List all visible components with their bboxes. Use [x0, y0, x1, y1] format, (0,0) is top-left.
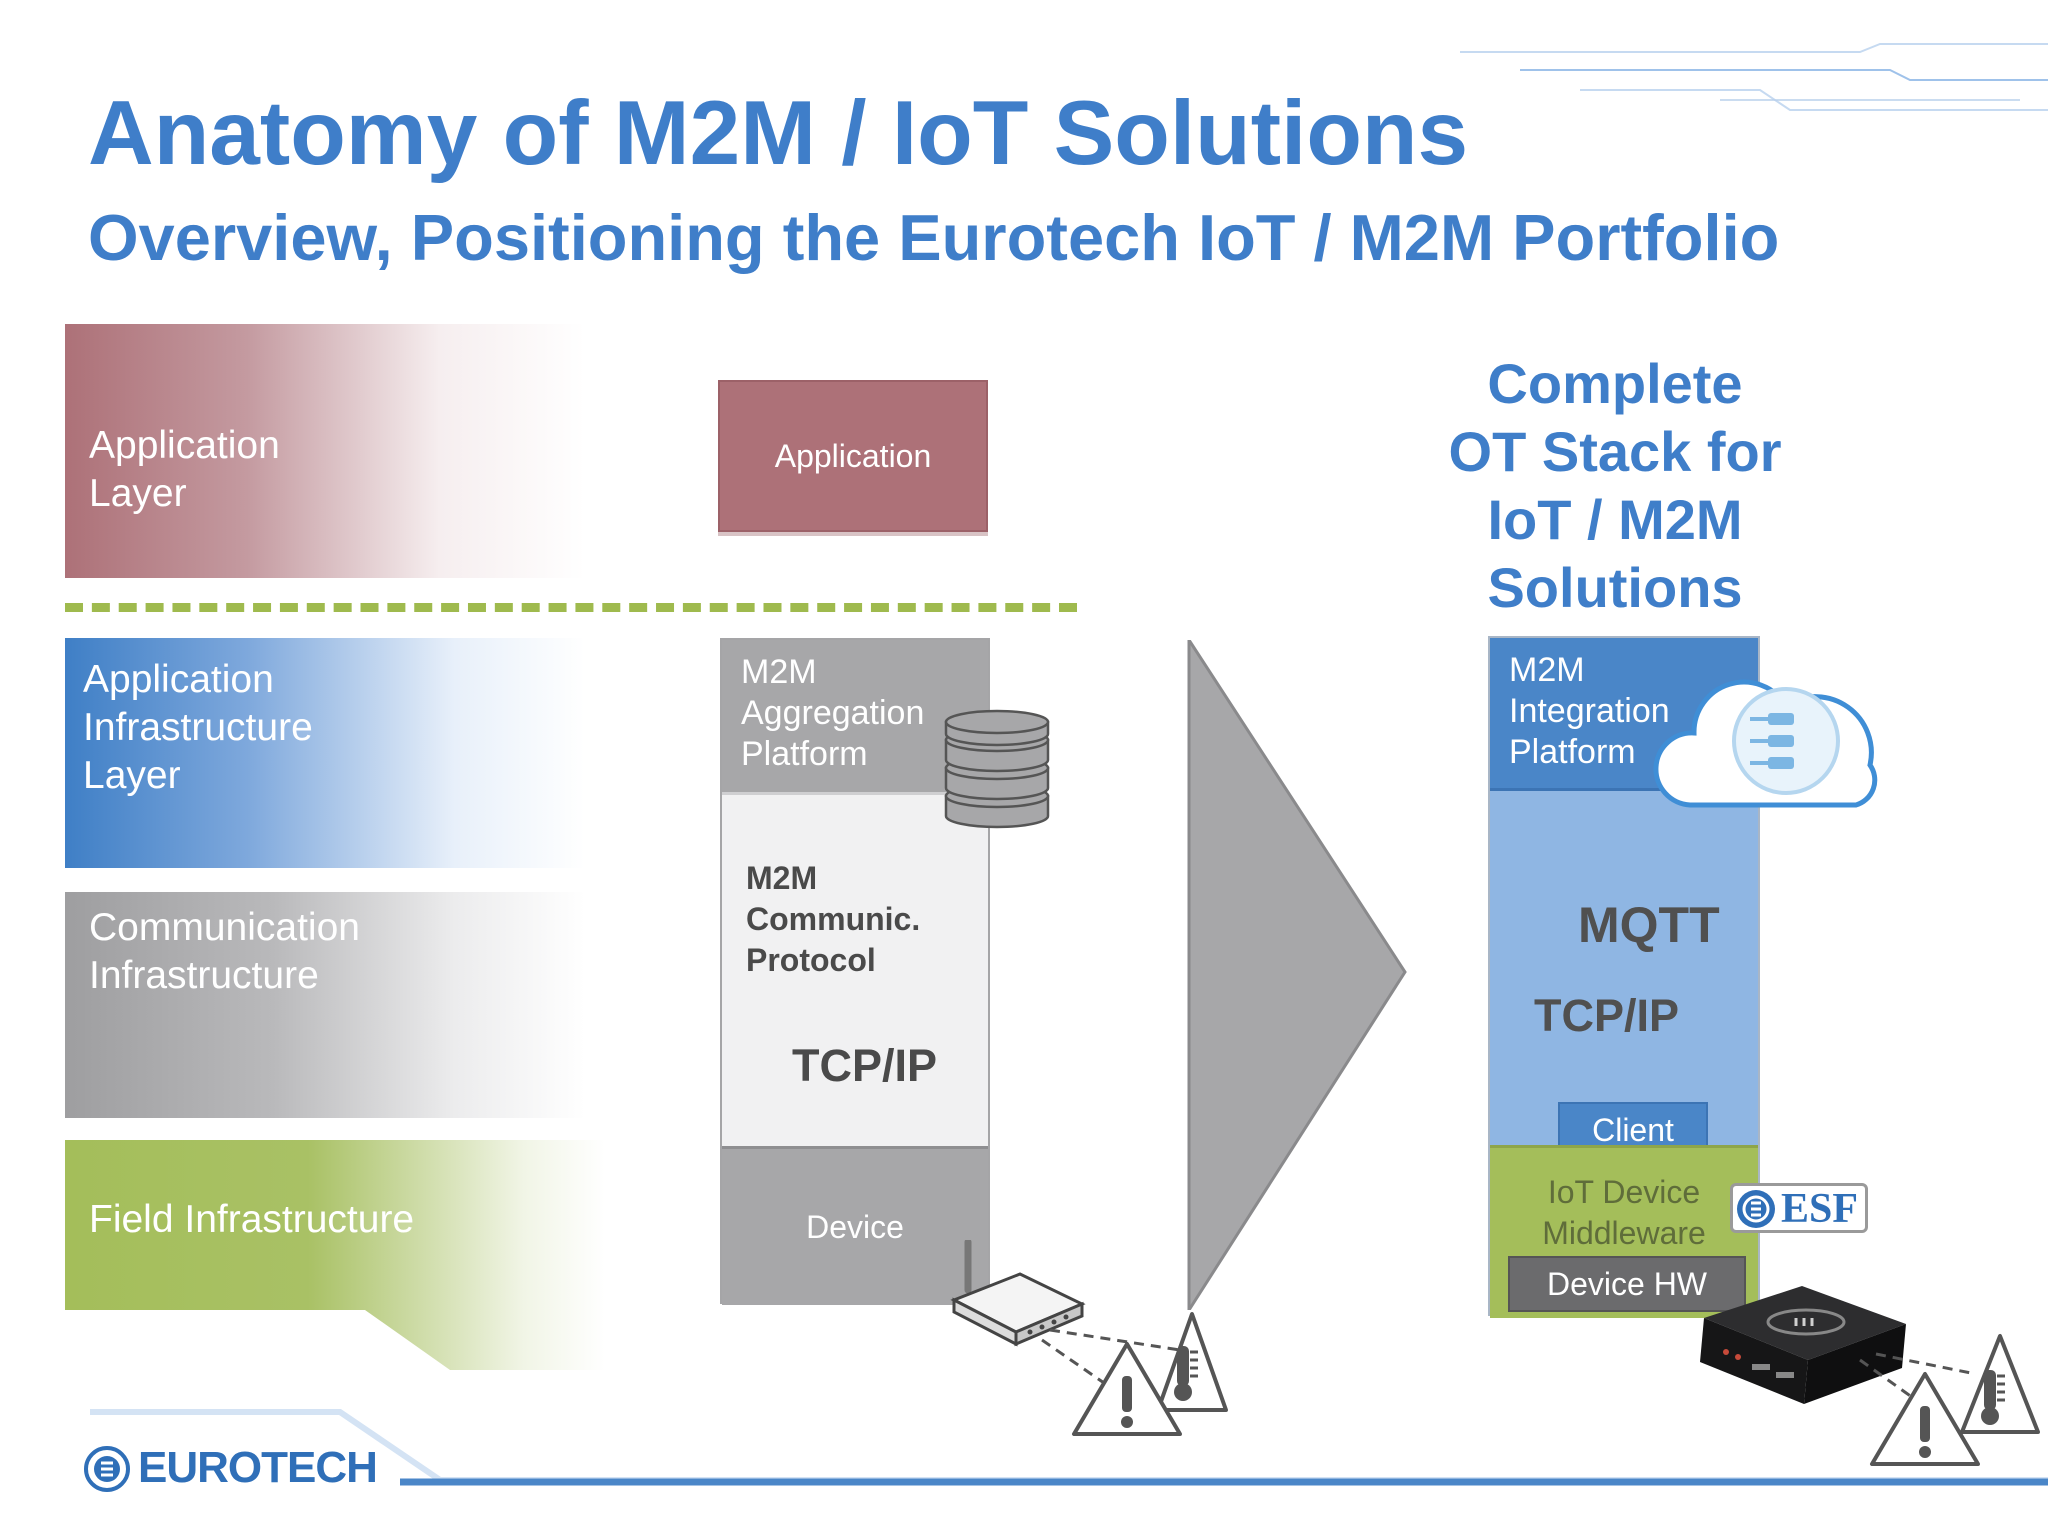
- layer-separator-dashed: [65, 603, 1077, 612]
- bottom-swoosh-line: [90, 1409, 2048, 1486]
- band-communication-infrastructure: Communication Infrastructure: [65, 892, 585, 1118]
- esf-badge: ESF: [1730, 1183, 1868, 1233]
- client-label: Client: [1592, 1112, 1674, 1148]
- middleware-label-line: IoT Device: [1547, 1174, 1701, 1210]
- protocol-label-line: M2M: [746, 860, 818, 896]
- slide-title: Anatomy of M2M / IoT Solutions: [88, 83, 1469, 184]
- band-label-line: Field Infrastructure: [89, 1198, 415, 1241]
- generic-application-label: Application: [774, 438, 932, 474]
- complete-ot-stack-title: Complete OT Stack for IoT / M2M Solution…: [1395, 350, 1835, 622]
- right-title-line: OT Stack for: [1448, 420, 1782, 483]
- eurotech-mark-icon: [84, 1446, 130, 1492]
- eurotech-mark-icon: [1737, 1190, 1775, 1228]
- warning-triangle-icon: [1870, 1372, 1980, 1466]
- thermometer-icon: [1960, 1334, 2040, 1434]
- warning-triangle-icon: [1072, 1342, 1182, 1436]
- right-title-line: Complete: [1487, 352, 1743, 415]
- eurotech-stack: M2M Integration Platform MQTT TCP/IP Cli…: [1488, 636, 1760, 1318]
- device-hw-label: Device HW: [1546, 1266, 1707, 1302]
- gateway-device-icon: [1700, 1286, 1906, 1404]
- generic-tcpip-label: TCP/IP: [792, 1040, 938, 1091]
- band-label-line: Infrastructure: [89, 954, 319, 997]
- thermometer-icon: [1156, 1312, 1228, 1412]
- aggregation-label-line: Platform: [741, 735, 868, 773]
- aggregation-label-line: M2M: [741, 653, 817, 691]
- router-icon: [950, 1240, 1086, 1347]
- band-label-line: Application: [83, 658, 274, 701]
- protocol-label-line: Protocol: [746, 942, 876, 978]
- device-label: Device: [806, 1209, 904, 1245]
- aggregation-label-line: Aggregation: [741, 694, 925, 732]
- middleware-label-line: Middleware: [1542, 1215, 1706, 1251]
- transition-arrow: [1187, 640, 1407, 1310]
- band-label-line: Communication: [89, 906, 360, 949]
- right-title-line: IoT / M2M: [1487, 488, 1743, 551]
- middleware-box: IoT Device Middleware Device HW: [1490, 1145, 1758, 1318]
- sensor-group-middle: [1041, 1312, 1228, 1436]
- cloud-icon: [1653, 679, 1878, 808]
- generic-application-box: Application: [718, 380, 988, 532]
- decorative-circuit-lines: [1460, 43, 2048, 111]
- band-application-infrastructure-layer: Application Infrastructure Layer: [65, 638, 585, 868]
- band-field-label: Field Infrastructure: [89, 1196, 414, 1244]
- eurotech-logo-text: EUROTECH: [138, 1443, 378, 1492]
- protocol-label-line: Communic.: [746, 901, 921, 937]
- mqtt-label: MQTT: [1578, 897, 1720, 953]
- band-label-line: Layer: [83, 754, 181, 797]
- right-title-line: Solutions: [1487, 556, 1743, 619]
- integration-label-line: M2M: [1509, 651, 1585, 689]
- device-hw-box: Device HW: [1508, 1256, 1746, 1312]
- database-icon: [944, 709, 1050, 829]
- slide-subtitle: Overview, Positioning the Eurotech IoT /…: [88, 201, 1780, 274]
- esf-label: ESF: [1781, 1186, 1859, 1232]
- band-label-line: Application: [89, 424, 280, 467]
- band-label-line: Layer: [89, 472, 187, 515]
- device-box: Device: [722, 1146, 988, 1305]
- sensor-group-right: [1859, 1334, 2040, 1466]
- aggregation-platform-box: M2M Aggregation Platform: [722, 640, 988, 795]
- band-application-layer: Application Layer: [65, 324, 585, 578]
- band-field-infrastructure-shape: [65, 1140, 605, 1370]
- integration-label-line: Integration: [1509, 692, 1670, 730]
- integration-label-line: Platform: [1509, 733, 1636, 771]
- right-tcpip-label: TCP/IP: [1534, 990, 1680, 1041]
- band-label-line: Infrastructure: [83, 706, 313, 749]
